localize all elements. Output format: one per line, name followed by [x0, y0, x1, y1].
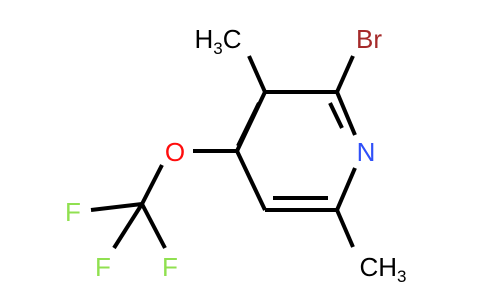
bromine-label: Br	[356, 24, 382, 54]
fluorine-bottom-left-label: F	[95, 252, 111, 282]
fluorine-bottom-right-label: F	[162, 252, 178, 282]
bond-c4-c5	[235, 150, 267, 211]
bond-cf3-f-left	[90, 202, 143, 212]
bonds	[90, 55, 357, 250]
bond-cf3-f-bottom-right	[140, 203, 167, 249]
atom-labels: Br N O F F F H3C CH3	[65, 24, 406, 286]
methyl-bottom-subscript: 3	[397, 267, 406, 286]
bond-n-c2	[335, 91, 357, 136]
methyl-bottom-label: CH3	[359, 252, 406, 286]
methyl-bottom-ch: CH	[359, 252, 397, 282]
bond-cf3-f-bottom-left	[112, 202, 144, 250]
bond-n-c2-inner	[328, 102, 344, 129]
methyl-top-c: C	[223, 24, 242, 54]
bond-c6-n	[335, 167, 357, 211]
nitrogen-label: N	[357, 137, 376, 167]
methyl-top-label: H3C	[194, 24, 241, 58]
methyl-top-h: H	[194, 24, 213, 54]
bond-c6-methyl	[335, 209, 355, 248]
fluorine-left-label: F	[65, 197, 81, 227]
bond-c3-c4-inner	[236, 102, 261, 147]
bond-c2-br	[335, 55, 355, 93]
bond-o-cf3	[140, 164, 164, 205]
bond-c3-methyl	[247, 55, 267, 93]
methyl-top-subscript: 3	[213, 39, 222, 58]
oxygen-label: O	[165, 137, 185, 167]
